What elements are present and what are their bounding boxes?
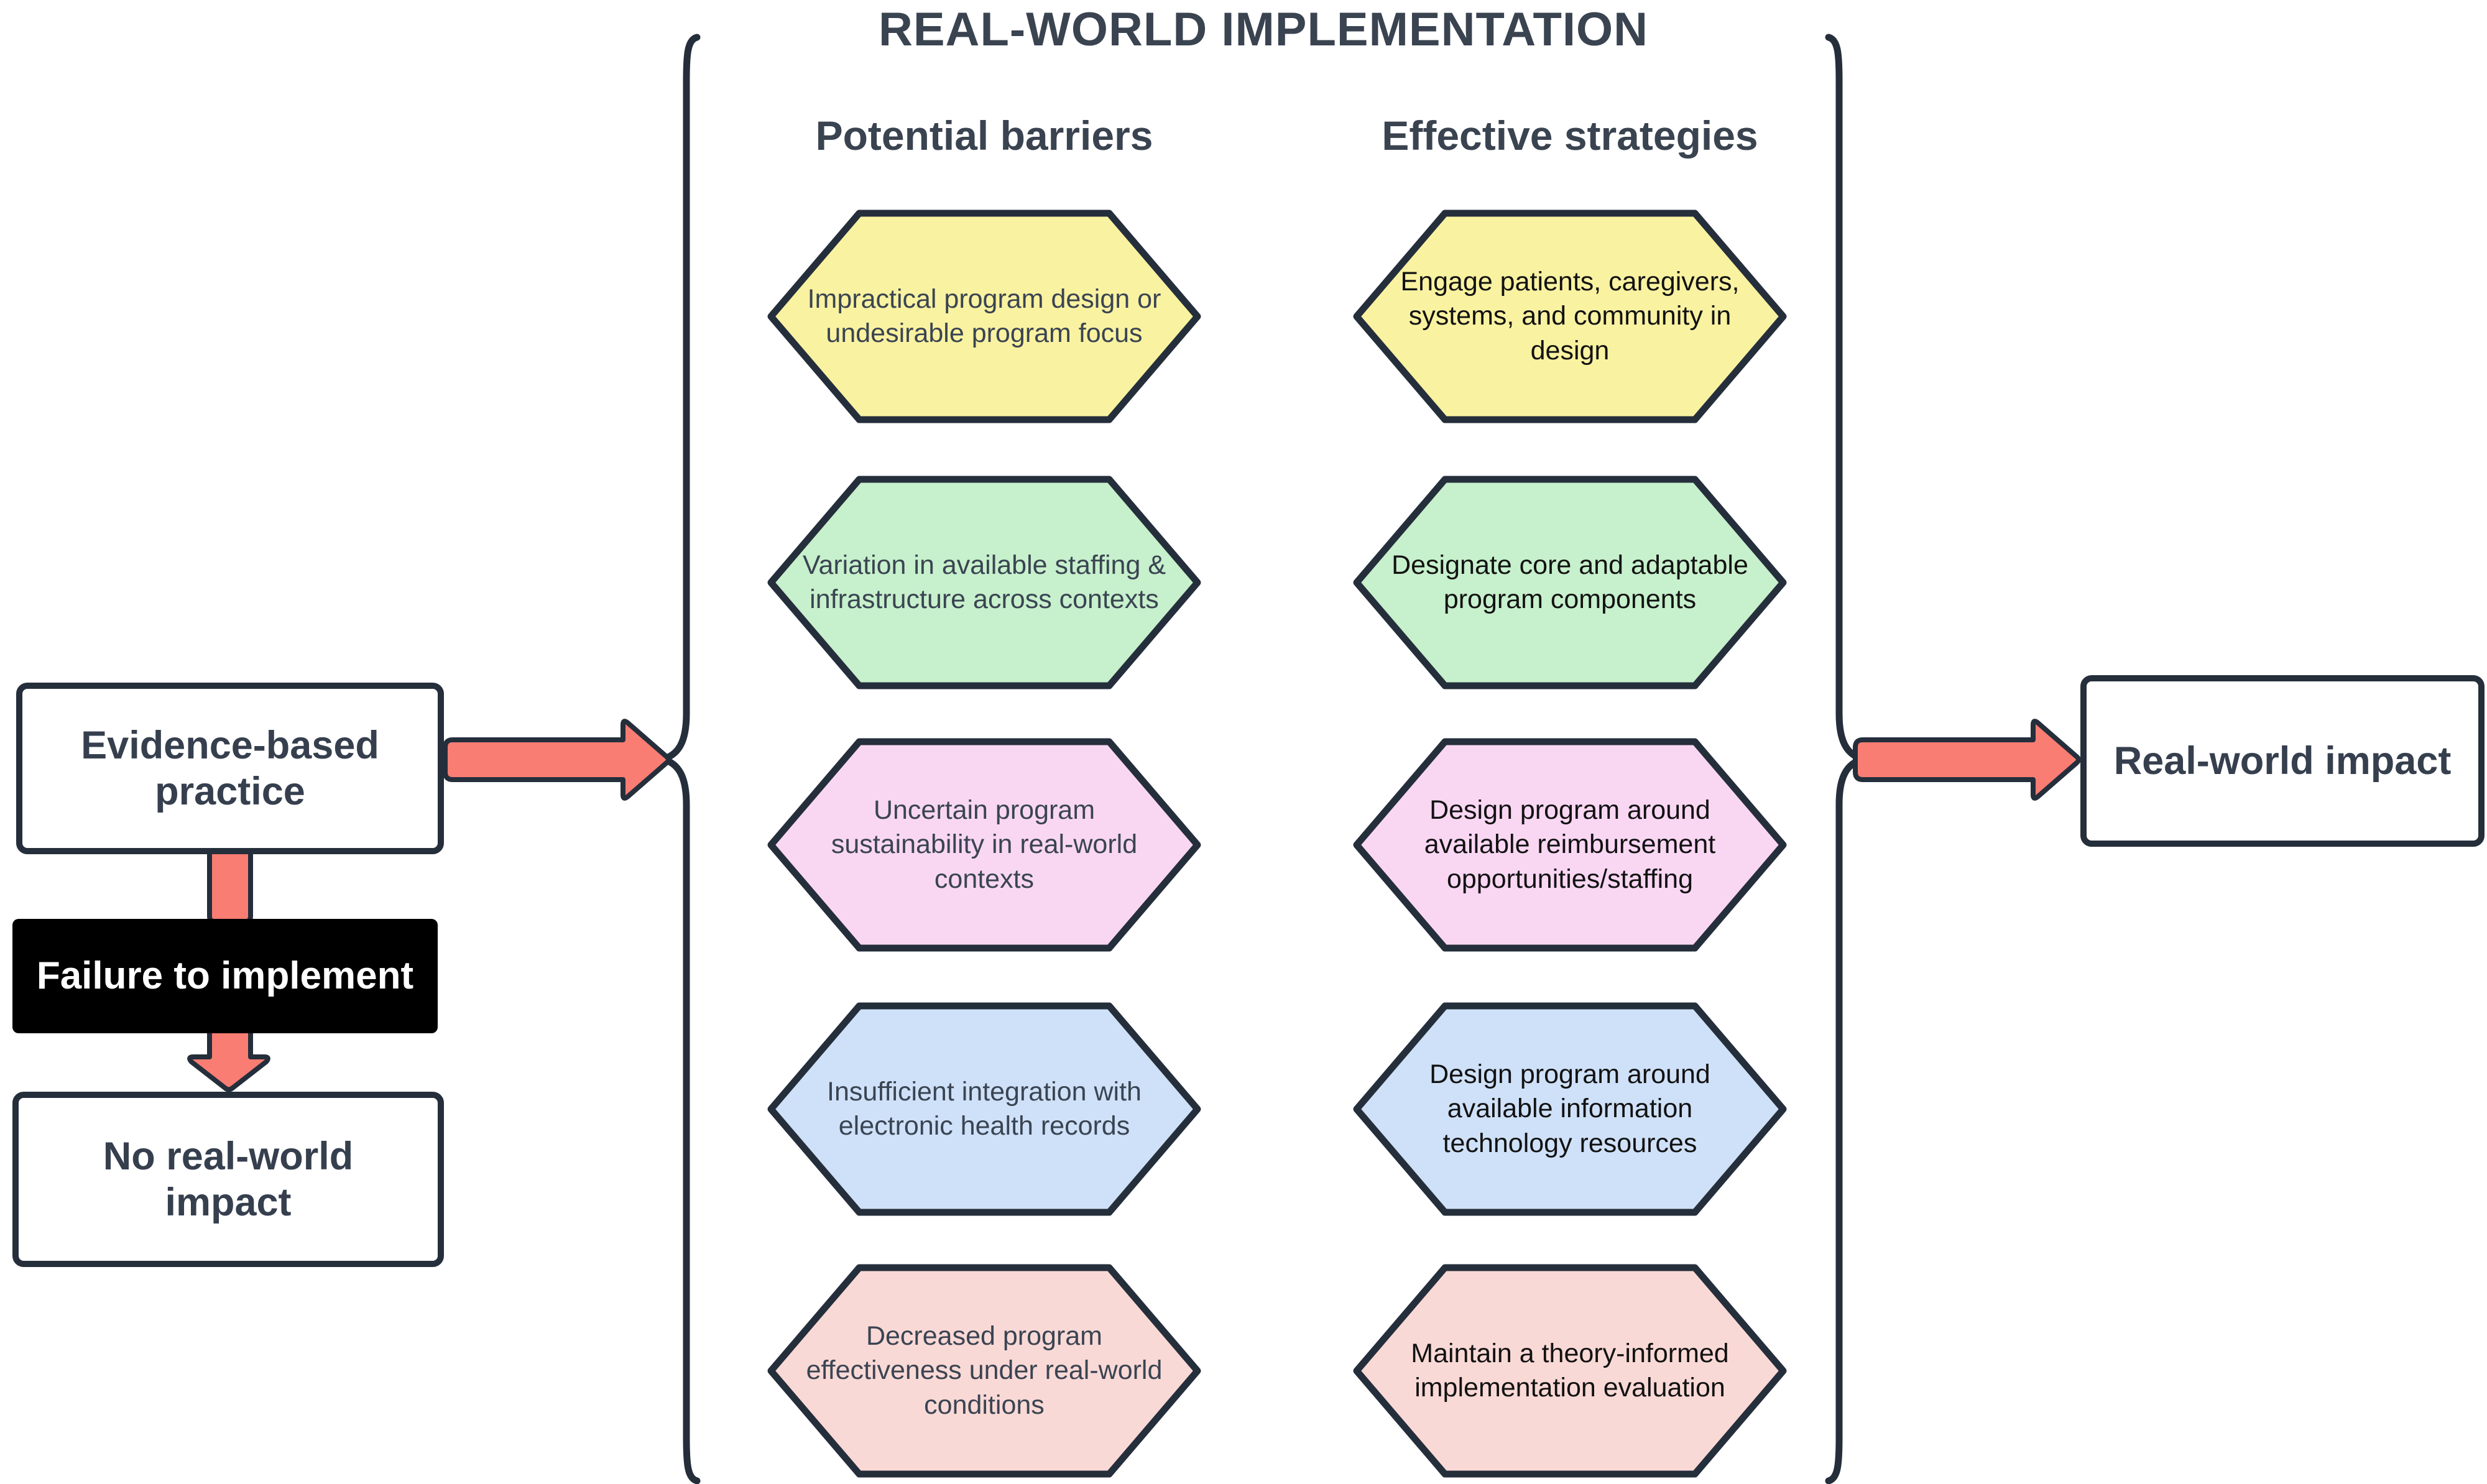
hexagon-shape [767, 1002, 1201, 1216]
page-title: REAL-WORLD IMPLEMENTATION [878, 3, 1649, 56]
hexagon-shape [767, 738, 1201, 952]
failure-to-implement-box: Failure to implement [12, 919, 438, 1033]
real-world-impact-box: Real-world impact [2080, 675, 2485, 847]
strategy-hexagon-row3: Design program around available reimburs… [1353, 737, 1787, 952]
barrier-label: Impractical program design or undesirabl… [807, 283, 1161, 348]
arrow-right-icon-panel-to-impact [1853, 719, 2081, 801]
barrier-label: Decreased program effectiveness under re… [806, 1321, 1163, 1420]
strategy-hexagon-row1: Engage patients, caregivers, systems, an… [1353, 209, 1787, 424]
arrow-down-icon-failure-to-noimpact [187, 1022, 270, 1092]
strategy-hexagon-row2: Designate core and adaptable program com… [1353, 475, 1787, 690]
strategies-column-header: Effective strategies [1382, 113, 1758, 159]
barrier-label: Uncertain program sustainability in real… [831, 795, 1138, 894]
evidence-based-practice-box: Evidence-based practice [16, 683, 444, 854]
strategy-hexagon-row4: Design program around available informat… [1353, 1002, 1787, 1217]
failure-to-implement-label: Failure to implement [36, 954, 414, 998]
strategy-label: Maintain a theory-informed implementatio… [1411, 1338, 1729, 1403]
no-real-world-impact-label: No real-world impact [103, 1134, 354, 1224]
hexagon-shape [1353, 738, 1787, 952]
hexagon-shape [1353, 476, 1787, 689]
barrier-label: Variation in available staffing & infras… [802, 550, 1166, 614]
no-real-world-impact-box: No real-world impact [12, 1092, 444, 1267]
evidence-based-practice-label: Evidence-based practice [81, 723, 379, 813]
hexagon-shape [767, 476, 1201, 689]
strategy-hexagon-row5: Maintain a theory-informed implementatio… [1353, 1263, 1787, 1478]
barrier-hexagon-row1: Impractical program design or undesirabl… [767, 209, 1201, 424]
arrow-down-icon-evidence-to-failure [207, 843, 253, 925]
barrier-hexagon-row5: Decreased program effectiveness under re… [767, 1263, 1201, 1478]
arrow-right-icon-evidence-to-panel [443, 719, 671, 801]
hexagon-shape [767, 1264, 1201, 1478]
barrier-label: Insufficient integration with electronic… [827, 1076, 1142, 1141]
strategy-label: Design program around available reimburs… [1424, 795, 1716, 894]
hexagon-shape [1353, 1002, 1787, 1216]
barrier-hexagon-row3: Uncertain program sustainability in real… [767, 737, 1201, 952]
barrier-hexagon-row4: Insufficient integration with electronic… [767, 1002, 1201, 1217]
strategy-label: Engage patients, caregivers, systems, an… [1400, 267, 1740, 366]
real-world-impact-label: Real-world impact [2113, 739, 2452, 783]
hexagon-shape [1353, 1264, 1787, 1478]
hexagon-shape [1353, 210, 1787, 423]
barrier-hexagon-row2: Variation in available staffing & infras… [767, 475, 1201, 690]
strategy-label: Design program around available informat… [1429, 1059, 1710, 1158]
barriers-column-header: Potential barriers [815, 113, 1153, 159]
hexagon-shape [767, 210, 1201, 423]
strategy-label: Designate core and adaptable program com… [1391, 550, 1748, 614]
